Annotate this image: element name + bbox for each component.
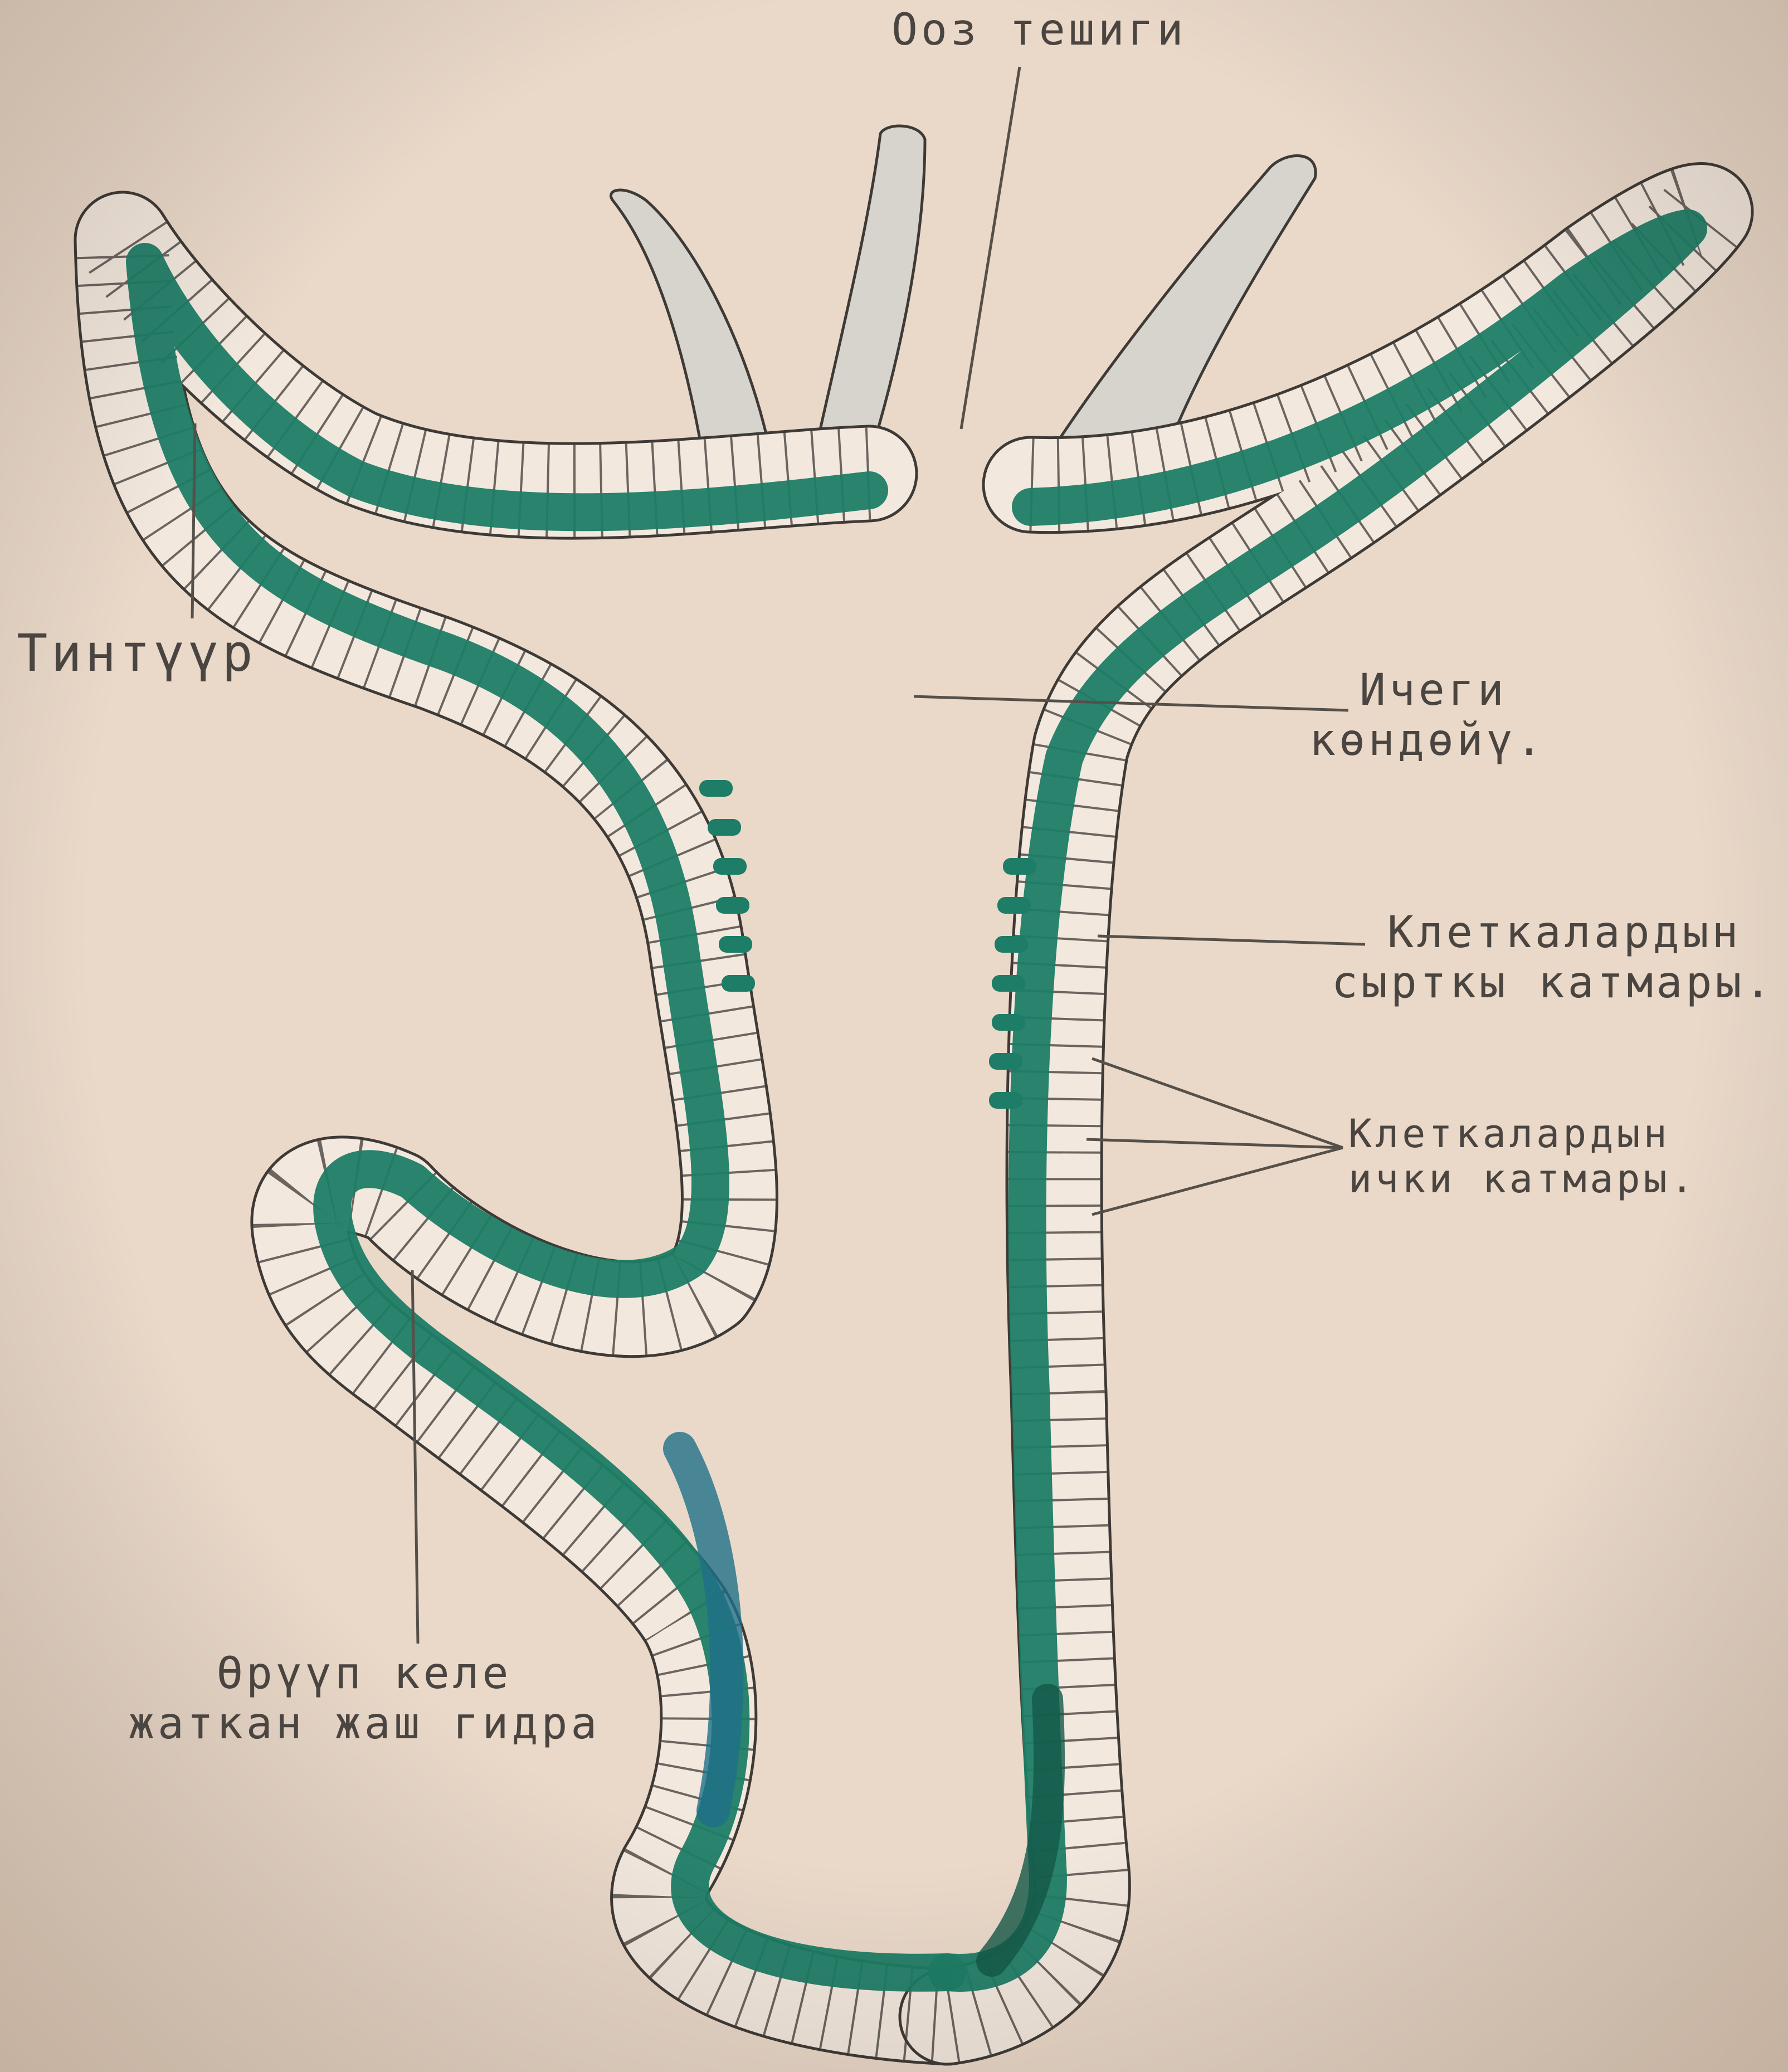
label-gut-cavity-line2: көндөйү. <box>1309 716 1546 766</box>
label-gut-cavity: Ичеги көндөйү. <box>1309 666 1546 766</box>
label-budding-young-hydra: Өрүүп келе жаткан жаш гидра <box>128 1649 600 1749</box>
label-tentacle: Тинтүүр <box>17 624 256 683</box>
label-inner-line1: Клеткалардын <box>1348 1111 1697 1157</box>
label-bud-line1: Өрүүп келе <box>128 1649 600 1699</box>
label-bud-line2: жаткан жаш гидра <box>128 1699 600 1749</box>
label-inner-cell-layer: Клеткалардын ички катмары. <box>1348 1111 1697 1201</box>
label-mouth-opening: Оoз тешиги <box>891 6 1187 56</box>
label-outer-cell-layer: Клеткалардын сырткы катмары. <box>1332 908 1774 1008</box>
label-gut-cavity-line1: Ичеги <box>1309 666 1546 716</box>
label-outer-line2: сырткы катмары. <box>1332 958 1774 1008</box>
label-inner-line2: ички катмары. <box>1348 1157 1697 1202</box>
label-outer-line1: Клеткалардын <box>1332 908 1774 958</box>
